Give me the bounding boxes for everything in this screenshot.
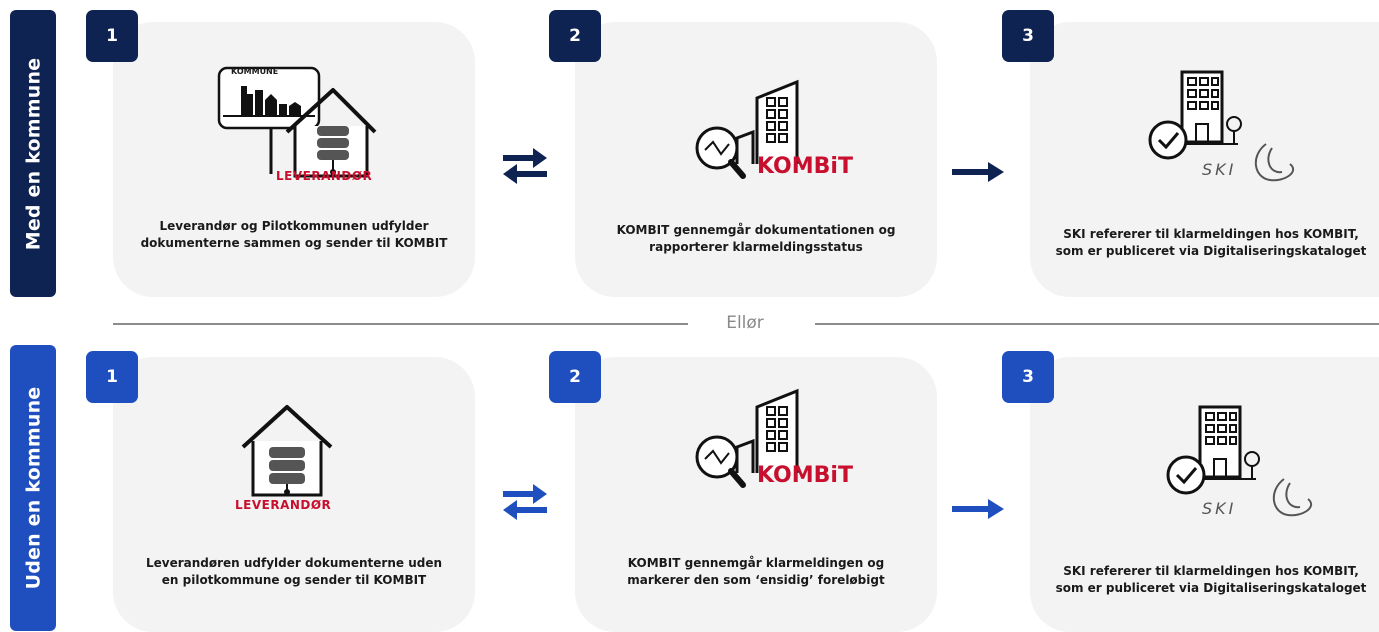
step-badge-3: 3 bbox=[1002, 10, 1054, 62]
divider-line-right bbox=[815, 323, 1379, 325]
step-caption: KOMBIT gennemgår klarmeldingen og markere… bbox=[575, 555, 937, 589]
leverandor-label: LEVERANDØR bbox=[276, 169, 373, 183]
step-caption: Leverandøren udfylder dokumenterne uden e… bbox=[113, 555, 475, 589]
caption-line: markerer den som ‘ensidig’ foreløbigt bbox=[627, 573, 885, 587]
ski-logo: SKI bbox=[1202, 499, 1237, 518]
caption-line: dokumenterne sammen og sender til KOMBIT bbox=[140, 236, 448, 250]
building-check-icon bbox=[1148, 70, 1295, 182]
right-arrow-icon bbox=[952, 162, 1004, 182]
caption-line: Leverandør og Pilotkommunen udfylder bbox=[159, 219, 429, 233]
right-arrow-icon bbox=[952, 499, 1004, 519]
step-badge-3: 3 bbox=[1002, 351, 1054, 403]
swap-arrows-icon bbox=[503, 484, 547, 520]
caption-line: SKI refererer til klarmeldingen hos KOMB… bbox=[1063, 564, 1359, 578]
step-card-3-uden: SKI SKI refererer til klarmeldingen hos … bbox=[1030, 357, 1379, 632]
side-label-med-kommune: Med en kommune bbox=[22, 57, 44, 250]
side-label-uden-kommune: Uden en kommune bbox=[22, 386, 45, 590]
step-caption: SKI refererer til klarmeldingen hos KOMB… bbox=[1030, 226, 1379, 260]
caption-line: en pilotkommune og sender til KOMBIT bbox=[161, 573, 427, 587]
caption-line: KOMBIT gennemgår klarmeldingen og bbox=[627, 556, 885, 570]
building-check-icon bbox=[1166, 405, 1313, 517]
side-tab-med-kommune: Med en kommune bbox=[10, 10, 56, 297]
caption-text: Leverandør og Pilotkommunen udfylder doku… bbox=[113, 218, 475, 252]
kommune-sign-icon bbox=[217, 66, 377, 178]
step-card-1-med: LEVERANDØR KOMMUNE Leverandør og Pilotko… bbox=[113, 22, 475, 297]
caption-text: KOMBIT gennemgår klarmeldingen og markere… bbox=[575, 555, 937, 589]
step-card-2-uden: KOMBiT KOMBIT gennemgår klarmeldingen og… bbox=[575, 357, 937, 632]
caption-line: Leverandøren udfylder dokumenterne uden bbox=[145, 556, 443, 570]
step-card-1-uden: LEVERANDØR Leverandøren udfylder dokumen… bbox=[113, 357, 475, 632]
side-tab-uden-kommune: Uden en kommune bbox=[10, 345, 56, 631]
kommune-sign-label: KOMMUNE bbox=[231, 67, 279, 76]
caption-text: SKI refererer til klarmeldingen hos KOMB… bbox=[1030, 226, 1379, 260]
step-badge-1: 1 bbox=[86, 10, 138, 62]
step-badge-2: 2 bbox=[549, 10, 601, 62]
magnifier-building-icon bbox=[695, 79, 799, 179]
step-caption: KOMBIT gennemgår dokumentationen og rappo… bbox=[575, 222, 937, 256]
caption-text: SKI refererer til klarmeldingen hos KOMB… bbox=[1030, 563, 1379, 597]
caption-text: KOMBIT gennemgår dokumentationen og rappo… bbox=[575, 222, 937, 256]
step-caption: Leverandør og Pilotkommunen udfylder doku… bbox=[113, 218, 475, 252]
leverandor-label: LEVERANDØR bbox=[235, 498, 332, 512]
caption-line: rapporterer klarmeldingsstatus bbox=[649, 240, 863, 254]
magnifier-building-icon bbox=[695, 388, 799, 488]
step-card-3-med: SKI SKI refererer til klarmeldingen hos … bbox=[1030, 22, 1379, 297]
house-server-icon bbox=[241, 405, 333, 497]
divider-text: Ellør bbox=[726, 313, 764, 333]
caption-line: som er publiceret via Digitaliseringskat… bbox=[1055, 581, 1367, 595]
step-badge-1: 1 bbox=[86, 351, 138, 403]
caption-line: SKI refererer til klarmeldingen hos KOMB… bbox=[1063, 227, 1359, 241]
caption-line: KOMBIT gennemgår dokumentationen og bbox=[616, 223, 896, 237]
kombit-logo: KOMBiT bbox=[757, 463, 853, 488]
divider-line-left bbox=[113, 323, 688, 325]
caption-line: som er publiceret via Digitaliseringskat… bbox=[1055, 244, 1367, 258]
step-card-2-med: KOMBiT KOMBIT gennemgår dokumentationen … bbox=[575, 22, 937, 297]
step-caption: SKI refererer til klarmeldingen hos KOMB… bbox=[1030, 563, 1379, 597]
kombit-logo: KOMBiT bbox=[757, 154, 853, 179]
step-badge-2: 2 bbox=[549, 351, 601, 403]
swap-arrows-icon bbox=[503, 148, 547, 184]
ski-logo: SKI bbox=[1202, 160, 1237, 179]
caption-text: Leverandøren udfylder dokumenterne uden e… bbox=[113, 555, 475, 589]
